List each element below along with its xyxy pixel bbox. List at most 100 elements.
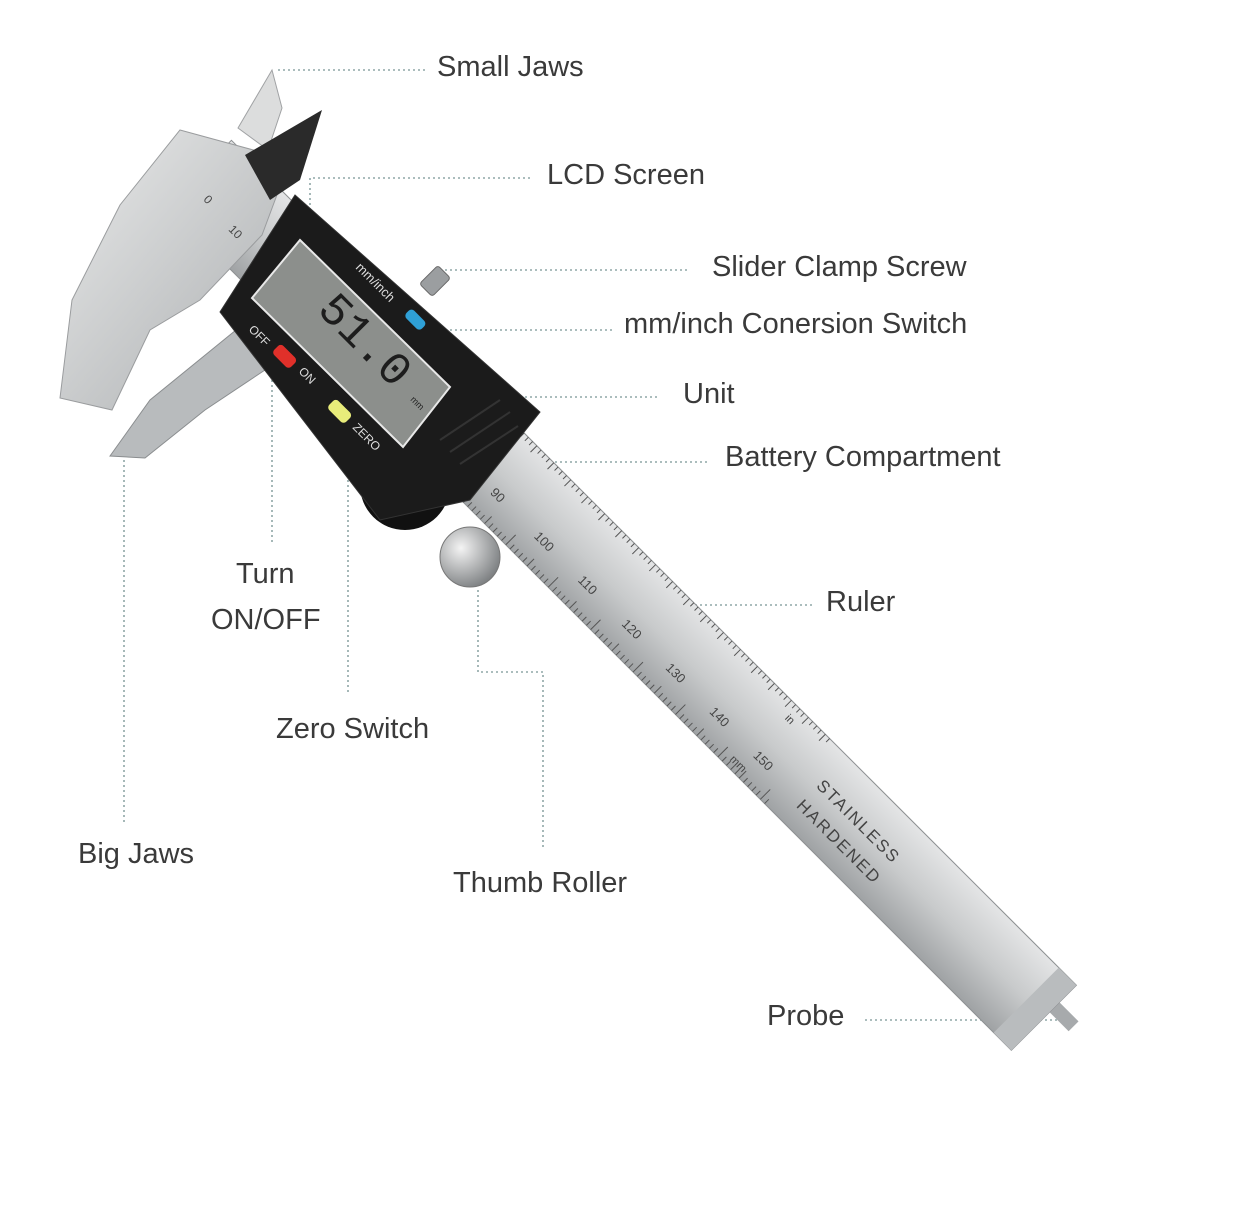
inch-tick [524,436,529,442]
ruler-tick [641,675,647,681]
inch-tick [813,725,818,730]
inch-tick [605,517,610,522]
lcd-screen [250,238,452,449]
ruler-tick [764,798,770,804]
inch-tick [682,598,690,606]
beam-end-cap [993,967,1077,1051]
ruler-tick [602,637,608,643]
ruler-tick [730,765,736,770]
ruler-tick [726,760,731,766]
ruler-tick [632,661,644,673]
ruler-tick [670,705,676,711]
label-battery-compartment: Battery Compartment [725,441,1001,473]
ruler-tick [594,629,600,635]
inch-tick [588,500,593,505]
inch-tick [648,564,657,572]
ruler-tick [590,619,601,630]
ruler-tick [636,671,642,677]
inch-tick [699,615,707,623]
inch-tick [528,441,533,446]
ruler-tick [467,501,473,507]
ruler-tick [658,692,664,698]
ruler-tick [704,739,710,745]
inch-tick [660,572,665,577]
ruler-tick [662,697,668,703]
inch-tick [825,738,830,743]
inch-tick [766,678,771,684]
zero-button[interactable] [327,398,353,424]
ruler-tick [484,516,492,524]
inch-tick [665,581,674,589]
ruler-tick [645,680,651,686]
inch-tick [626,538,631,543]
inch-tick [575,487,580,493]
ruler-tick [734,769,740,775]
inch-tick [801,716,809,725]
inch-tick [571,483,576,488]
ruler-tick [755,790,761,796]
inch-tick [664,576,669,582]
label-probe: Probe [767,1000,845,1032]
ruler-tick [598,633,604,639]
label-unit: Unit [683,378,735,410]
inch-tick [643,555,648,560]
inch-tick [609,521,614,527]
ruler-tick [547,576,559,588]
battery-compartment [439,399,519,465]
inch-tick [784,699,792,708]
leader-thumb-roller [477,590,544,850]
ruler-tick [624,658,630,664]
inch-tick [615,530,623,538]
ruler-tick [577,612,583,618]
ruler-tick [687,722,693,728]
inch-tick [656,568,661,573]
ruler-tick [569,600,577,609]
inch-tick [598,513,606,521]
mm-inch-button[interactable] [404,308,427,331]
inch-tick [728,640,733,645]
ruler-tick [535,569,541,575]
big-jaw-fixed [59,129,291,411]
inch-tick [677,589,682,594]
inch-tick [733,649,741,657]
ruler-tick [543,578,549,584]
label-zero-switch: Zero Switch [276,713,430,745]
inch-tick [681,593,686,599]
inch-tick [818,733,826,741]
inch-tick [745,657,750,662]
ruler-tick [518,552,524,558]
ruler-tick [607,641,613,647]
ruler-tick [581,616,587,622]
ruler-tick [586,620,591,626]
inch-tick [631,547,640,555]
on-off-button[interactable] [272,343,298,369]
inch-tick [562,475,567,480]
label-lcd-screen: LCD Screen [547,159,705,191]
inch-tick [817,729,822,734]
label-on-off: ON/OFF [211,604,321,636]
inch-tick [791,704,797,709]
inch-tick [541,453,546,459]
slider-clamp-screw[interactable] [419,265,450,296]
ruler-tick [709,743,715,749]
ruler-tick [721,756,727,762]
label-thumb-roller: Thumb Roller [453,867,628,899]
thumb-roller[interactable] [439,526,501,588]
inch-tick [673,585,678,590]
ruler-tick [713,748,719,754]
inch-tick [537,449,542,454]
ruler-tick [479,514,485,520]
inch-tick [689,602,695,607]
inch-tick [554,466,559,471]
inch-tick [715,627,720,633]
inch-tick [740,653,746,658]
ruler-tick [696,728,705,737]
ruler-tick [513,548,519,554]
ruler-tick [573,608,579,614]
inch-tick [613,526,618,531]
ruler-tick [615,650,621,656]
inch-tick [757,670,763,675]
inch-tick [622,534,627,539]
